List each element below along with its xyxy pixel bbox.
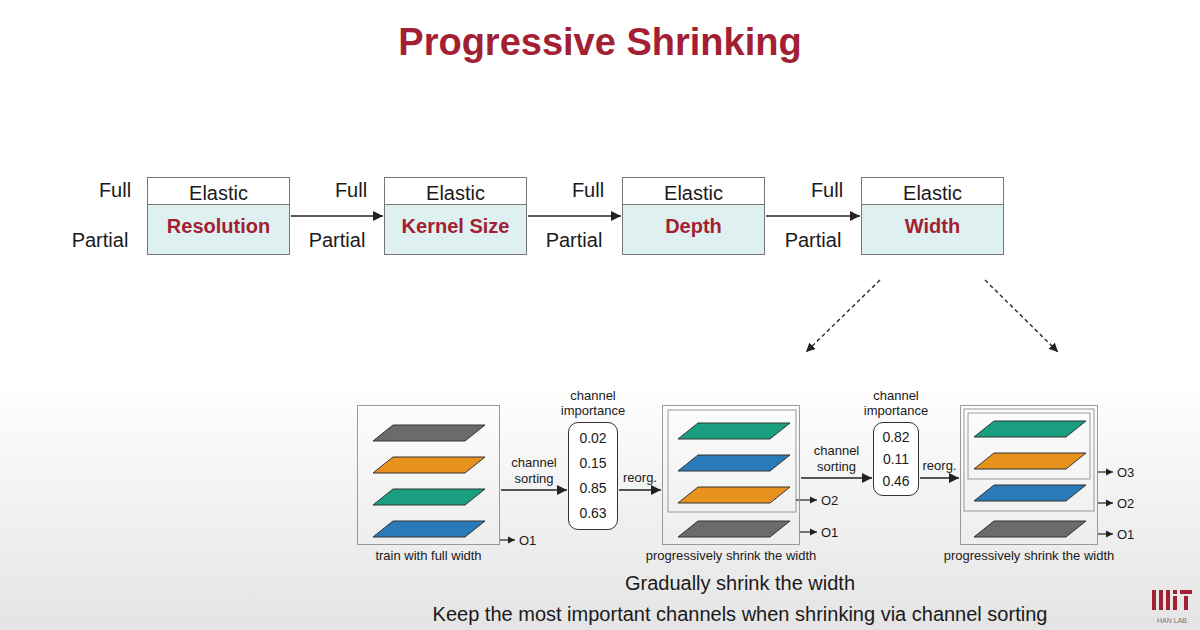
flow-arrow — [528, 215, 621, 217]
stage-name: Depth — [623, 205, 764, 254]
logo-bar — [1152, 590, 1156, 610]
output-arrow — [1098, 471, 1113, 472]
channel-plane — [974, 421, 1086, 437]
panel-caption: progressively shrink the width — [944, 548, 1115, 563]
output-label: O1 — [821, 525, 838, 540]
output-arrow — [1098, 533, 1113, 534]
stage-name: Kernel Size — [385, 205, 526, 254]
edge-label: reorg. — [623, 470, 657, 486]
importance-value: 0.15 — [579, 454, 606, 472]
channel-plane — [373, 457, 485, 473]
logo-bar — [1159, 590, 1163, 610]
importance-box: channel importance0.020.150.850.63 — [568, 422, 618, 530]
output-arrow — [1098, 502, 1113, 503]
output-label: O2 — [821, 493, 838, 508]
channel-plane — [974, 485, 1086, 501]
title: Progressive Shrinking — [398, 21, 801, 64]
watermark: HAN LAB — [1157, 617, 1187, 624]
importance-heading: channel importance — [553, 388, 633, 419]
subnet-frame — [668, 410, 796, 512]
channel-plane — [678, 487, 790, 503]
panel-caption: progressively shrink the width — [646, 548, 817, 563]
importance-value: 0.85 — [579, 479, 606, 497]
channel-plane — [678, 423, 790, 439]
network-panel: train with full width — [357, 405, 500, 545]
channel-plane — [373, 521, 485, 537]
flow-arrow — [801, 477, 872, 479]
stage-name: Width — [862, 205, 1003, 254]
flow-arrow — [291, 215, 383, 217]
range-label: Full — [99, 179, 131, 202]
output-label: O3 — [1117, 465, 1134, 480]
importance-value: 0.63 — [579, 504, 606, 522]
dashed-arrow — [806, 280, 880, 352]
output-label: O1 — [1117, 527, 1134, 542]
caption-line: Keep the most important channels when sh… — [433, 603, 1048, 626]
importance-value: 0.82 — [882, 428, 909, 446]
logo-mark — [1152, 590, 1192, 610]
stage-name: Resolution — [148, 205, 289, 254]
channel-plane — [974, 521, 1086, 537]
range-label: Partial — [309, 229, 366, 252]
importance-value: 0.11 — [883, 450, 909, 468]
logo-bar — [1173, 596, 1177, 610]
importance-value: 0.46 — [882, 472, 909, 490]
range-label: Full — [335, 179, 367, 202]
stage-heading: Elastic — [148, 178, 289, 205]
caption: Gradually shrink the width — [625, 572, 855, 595]
logo-bar — [1180, 590, 1192, 594]
stage-box: ElasticResolution — [147, 177, 290, 255]
logo-bar — [1166, 590, 1170, 610]
output-arrow — [500, 539, 515, 540]
edge-label: channel sorting — [505, 455, 563, 486]
stage-box: ElasticDepth — [622, 177, 765, 255]
importance-heading: channel importance — [856, 388, 936, 419]
stage-heading: Elastic — [862, 178, 1003, 205]
output-label: O1 — [519, 533, 536, 548]
output-arrow — [800, 531, 817, 532]
logo-bar — [1184, 596, 1188, 610]
channel-plane — [974, 453, 1086, 469]
channel-stack — [373, 425, 485, 537]
channel-plane — [678, 455, 790, 471]
stage-heading: Elastic — [623, 178, 764, 205]
channel-stack — [974, 421, 1086, 537]
subnet-frame — [964, 409, 1094, 511]
flow-arrow — [501, 489, 567, 491]
range-label: Full — [811, 179, 843, 202]
stage-box: ElasticKernel Size — [384, 177, 527, 255]
stage-box: ElasticWidth — [861, 177, 1004, 255]
importance-box: channel importance0.820.110.46 — [873, 422, 919, 496]
flow-arrow — [766, 215, 860, 217]
range-label: Partial — [785, 229, 842, 252]
network-panel: progressively shrink the width — [662, 405, 800, 545]
stage-heading: Elastic — [385, 178, 526, 205]
flow-arrow — [920, 477, 959, 479]
channel-plane — [678, 521, 790, 537]
background-gradient — [0, 380, 1200, 630]
channel-stack — [678, 423, 790, 537]
channel-plane — [373, 489, 485, 505]
range-label: Full — [572, 179, 604, 202]
subnet-frame — [968, 413, 1090, 479]
logo-bar — [1173, 590, 1177, 594]
dashed-arrow — [985, 280, 1058, 352]
panel-caption: train with full width — [375, 548, 481, 563]
range-label: Partial — [546, 229, 603, 252]
channel-plane — [373, 425, 485, 441]
output-label: O2 — [1117, 496, 1134, 511]
importance-value: 0.02 — [579, 429, 606, 447]
range-label: Partial — [72, 229, 129, 252]
network-panel: progressively shrink the width — [960, 405, 1098, 545]
flow-arrow — [619, 489, 661, 491]
edge-label: channel sorting — [808, 443, 866, 474]
edge-label: reorg. — [923, 458, 957, 474]
